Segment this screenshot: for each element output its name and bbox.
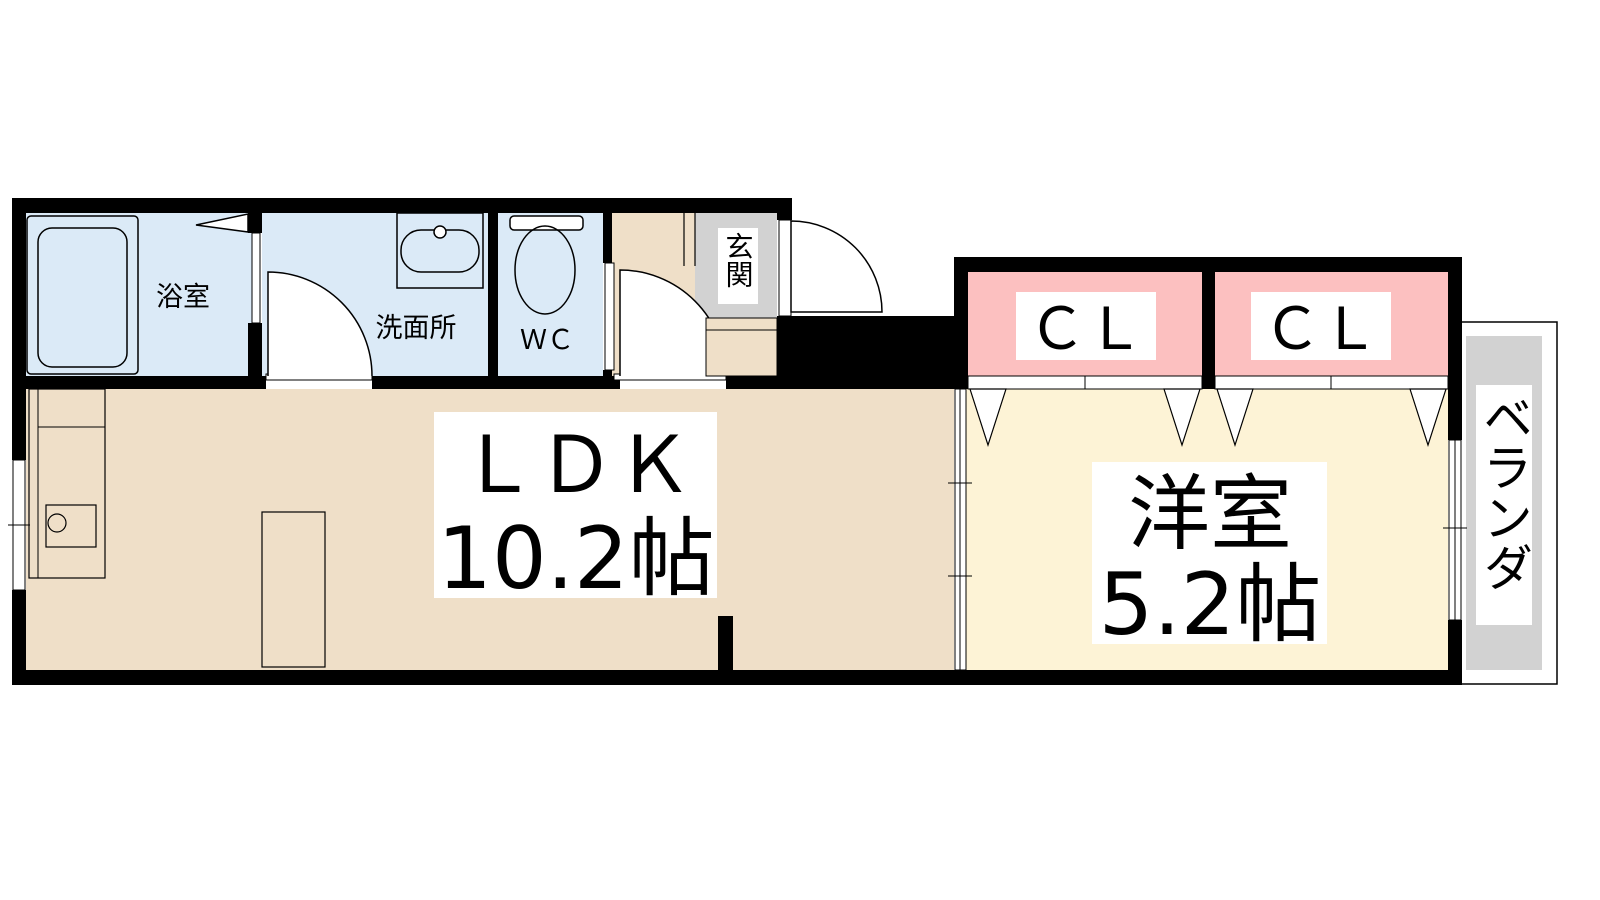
closet-1-label: ＣＬ — [1028, 295, 1144, 363]
western-name-label: 洋室 — [1128, 467, 1292, 562]
front-door-jamb — [778, 219, 792, 317]
wc-label: ＷＣ — [520, 325, 574, 356]
sink-drain-icon — [47, 513, 67, 533]
entrance-label-bg — [718, 228, 758, 304]
bath-floor — [26, 213, 254, 376]
wash-basin-drain-icon — [433, 225, 447, 239]
balcony-label-bg — [1476, 385, 1532, 625]
washroom-door-swing — [267, 271, 373, 377]
ldk-name-label: ＬＤＫ — [459, 421, 693, 511]
closet-2-label: ＣＬ — [1263, 295, 1379, 363]
ldk-size-label: 10.2帖 — [437, 509, 714, 609]
kitchen-sink — [45, 504, 97, 548]
closet-1-label-bg — [1016, 292, 1156, 360]
bath-door-leaf — [195, 213, 249, 233]
toilet-tank — [509, 215, 584, 231]
kitchen-counter — [28, 388, 106, 579]
ldk-table — [261, 511, 326, 668]
western-size-label: 5.2帖 — [1099, 555, 1322, 655]
bath-door-jamb — [251, 232, 261, 324]
bath-label: 浴室 — [156, 282, 210, 313]
balcony-label: ベランダ — [1475, 392, 1533, 592]
closet-2-label-bg — [1251, 292, 1391, 360]
ldk-label-bg — [434, 412, 717, 598]
walls — [12, 198, 1462, 685]
hall-door-jamb — [604, 262, 615, 371]
washroom-label: 洗面所 — [376, 313, 457, 344]
wash-basin-counter — [396, 212, 484, 289]
bathtub-inner — [37, 227, 128, 368]
shoe-cabinet — [705, 317, 778, 377]
toilet-bowl-icon — [514, 225, 576, 315]
bathtub-outer — [26, 215, 139, 375]
front-door-swing — [790, 220, 883, 313]
wc-floor — [498, 213, 603, 376]
entrance-label: 玄関 — [722, 232, 755, 288]
closet-fold-doors — [969, 388, 1447, 447]
western-label-bg — [1092, 462, 1327, 644]
